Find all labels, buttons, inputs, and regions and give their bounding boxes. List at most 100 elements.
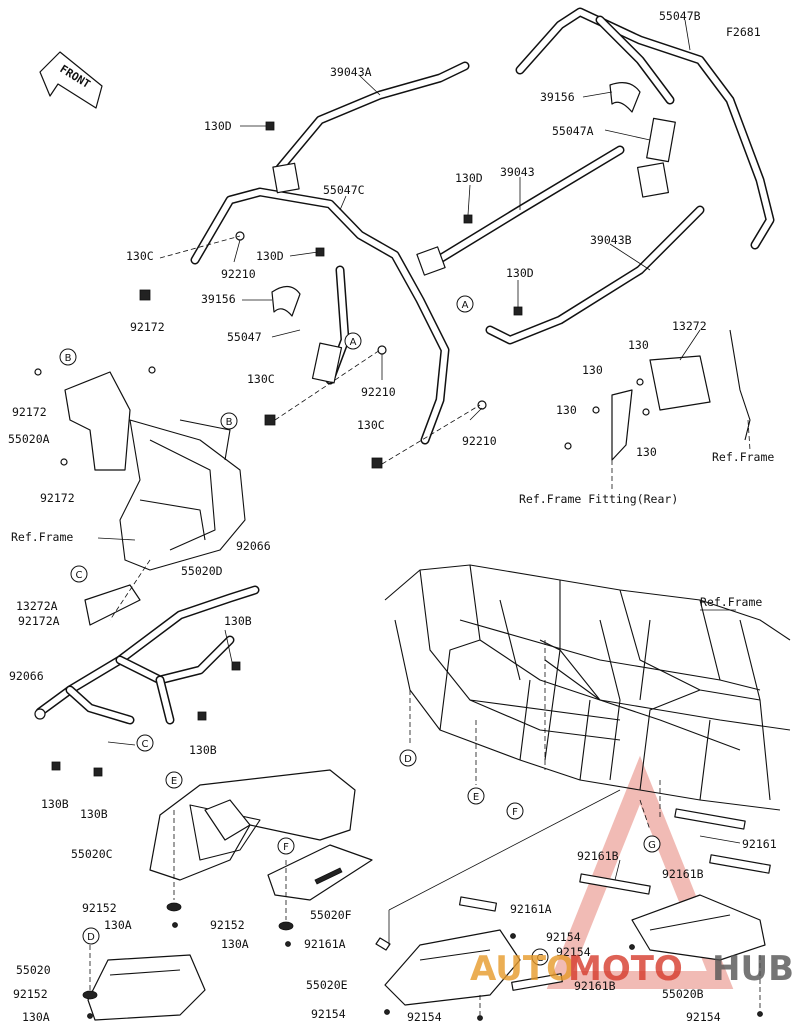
skid-plates-illustration: [82, 769, 771, 1021]
callout-e-2: E: [165, 771, 183, 789]
label-55020C: 55020C: [71, 847, 113, 861]
svg-text:C: C: [142, 739, 149, 750]
ref-frame-right: Ref.Frame: [700, 595, 762, 609]
label-92172-top: 92172: [130, 320, 165, 334]
label-92210-b: 92210: [361, 385, 396, 399]
svg-text:D: D: [404, 754, 412, 765]
svg-text:C: C: [76, 570, 83, 581]
callout-g-1: G: [643, 835, 661, 853]
label-130D-c: 130D: [256, 249, 284, 263]
watermark-auto: AUTO: [470, 949, 575, 989]
svg-text:F: F: [512, 807, 518, 818]
label-55020: 55020: [16, 963, 51, 977]
label-130-c: 130: [556, 403, 577, 417]
label-130B-c: 130B: [41, 797, 69, 811]
label-130D-a: 130D: [204, 119, 232, 133]
label-55020F: 55020F: [310, 908, 352, 922]
label-92066-b: 92066: [9, 669, 44, 683]
label-39156-top: 39156: [540, 90, 575, 104]
svg-text:A: A: [350, 337, 357, 348]
front-bumper-illustration: [34, 585, 260, 777]
label-39043A: 39043A: [330, 65, 372, 79]
callouts: A A B B C C C D D E E F F G: [59, 295, 661, 966]
callout-b-2: B: [220, 412, 238, 430]
leader-lines: [159, 19, 691, 465]
svg-text:F: F: [283, 842, 289, 853]
label-92210-c: 92210: [462, 434, 497, 448]
label-130B-d: 130B: [80, 807, 108, 821]
label-92161B-a: 92161B: [577, 849, 619, 863]
watermark-text: AUTO MOTO HUB: [470, 949, 794, 989]
label-39043B: 39043B: [590, 233, 632, 247]
label-92161A-a: 92161A: [510, 902, 552, 916]
rear-fitting-illustration: [564, 329, 751, 490]
label-92154-a: 92154: [546, 930, 581, 944]
ref-frame-fitting-rear: Ref.Frame Fitting(Rear): [519, 492, 678, 506]
label-92066-a: 92066: [236, 539, 271, 553]
watermark-hub: HUB: [712, 949, 794, 989]
front-arrow: FRONT: [39, 51, 103, 109]
callout-c-2: C: [136, 734, 154, 752]
label-130B-a: 130B: [224, 614, 252, 628]
label-130C-c: 130C: [357, 418, 385, 432]
callout-d-2: D: [82, 927, 100, 945]
label-92161: 92161: [742, 837, 777, 851]
main-frame-illustration: [384, 564, 791, 831]
label-92154-d: 92154: [407, 1010, 442, 1024]
svg-text:D: D: [87, 932, 95, 943]
label-130D-d: 130D: [506, 266, 534, 280]
label-92210-a: 92210: [221, 267, 256, 281]
label-55047A: 55047A: [552, 124, 594, 138]
label-92172A: 92172A: [18, 614, 60, 628]
label-92161A-b: 92161A: [304, 937, 346, 951]
label-13272A: 13272A: [16, 599, 58, 613]
front-subframe-illustration: [34, 366, 246, 626]
label-92154-b: 92154: [556, 945, 591, 959]
label-55020A: 55020A: [8, 432, 50, 446]
label-92152-c: 92152: [13, 987, 48, 1001]
label-92172-bot: 92172: [40, 491, 75, 505]
label-55020D: 55020D: [181, 564, 223, 578]
label-92154-e: 92154: [686, 1010, 721, 1024]
svg-text:A: A: [462, 300, 469, 311]
label-130C-a: 130C: [126, 249, 154, 263]
label-130A-c: 130A: [22, 1010, 50, 1024]
ref-frame-left: Ref.Frame: [11, 530, 73, 544]
label-130B-b: 130B: [189, 743, 217, 757]
part-labels: F2681 39043A 55047B 39156 55047A 130D 39…: [8, 9, 777, 1024]
label-39043: 39043: [500, 165, 535, 179]
label-130-a: 130: [628, 338, 649, 352]
watermark-moto: MOTO: [568, 949, 683, 989]
label-92161B-b: 92161B: [662, 867, 704, 881]
svg-text:B: B: [65, 353, 72, 364]
label-55047C: 55047C: [323, 183, 365, 197]
label-55020E: 55020E: [306, 978, 348, 992]
label-55020B: 55020B: [662, 987, 704, 1001]
svg-text:E: E: [171, 776, 177, 787]
label-55047: 55047: [227, 330, 262, 344]
label-130-d: 130: [636, 445, 657, 459]
label-130C-b: 130C: [247, 372, 275, 386]
label-130A-a: 130A: [104, 918, 132, 932]
svg-text:C: C: [537, 953, 544, 964]
label-39156-mid: 39156: [201, 292, 236, 306]
ref-frame-rear: Ref.Frame: [712, 450, 774, 464]
callout-b-1: B: [59, 348, 77, 366]
svg-text:G: G: [648, 840, 656, 851]
callout-a-1: A: [456, 295, 474, 313]
label-92161B-c: 92161B: [574, 979, 616, 993]
callout-d-1: D: [399, 749, 417, 767]
label-130A-b: 130A: [221, 937, 249, 951]
callout-f-1: F: [506, 802, 524, 820]
label-92172-left: 92172: [12, 405, 47, 419]
label-55047B: 55047B: [659, 9, 701, 23]
label-13272: 13272: [672, 319, 707, 333]
label-92152-a: 92152: [82, 901, 117, 915]
callout-c-1: C: [70, 565, 88, 583]
svg-text:B: B: [226, 417, 233, 428]
callout-a-2: A: [344, 332, 362, 350]
svg-text:E: E: [473, 792, 479, 803]
label-92152-b: 92152: [210, 918, 245, 932]
callout-e-1: E: [467, 787, 485, 805]
